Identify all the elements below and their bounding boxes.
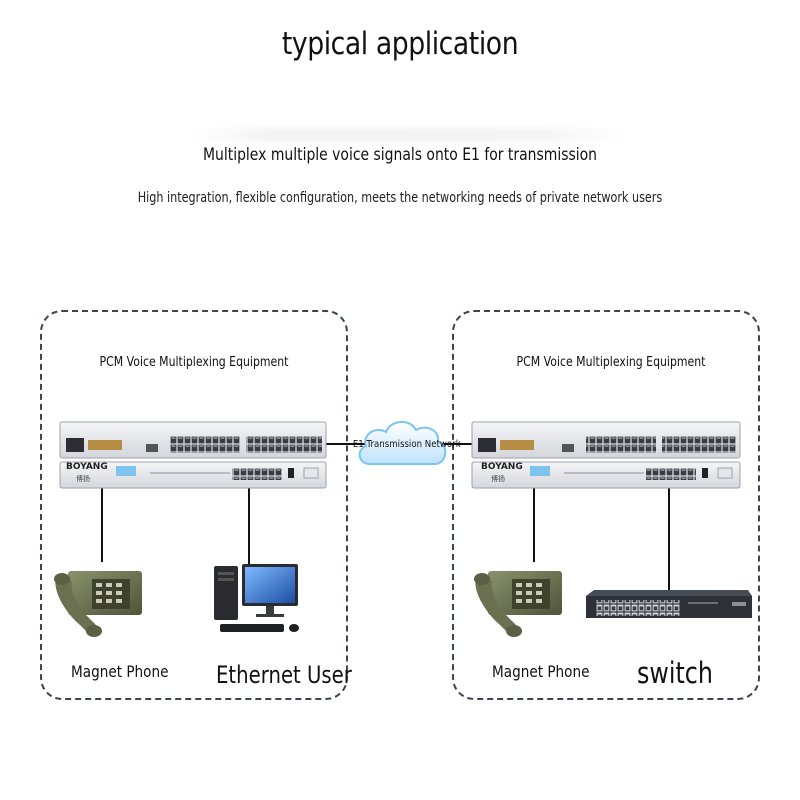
network-cloud-icon: [358, 421, 447, 465]
site-a-equipment-label: PCM Voice Multiplexing Equipment: [99, 355, 289, 370]
field-phone-icon: [474, 571, 562, 637]
site-b-brand-sub: 博扬: [491, 475, 505, 483]
site-b-switch-link: [668, 487, 670, 590]
site-b-pcm-multiplexer: [471, 421, 741, 489]
site-a-brand-sub: 博扬: [76, 475, 90, 483]
site-b-boundary: [452, 310, 760, 700]
site-a-phone-link: [101, 487, 103, 562]
page-title: typical application: [281, 26, 519, 62]
page-tagline: High integration, flexible configuration…: [137, 190, 663, 206]
site-a-pcm-multiplexer: [59, 421, 327, 489]
site-b-phone-link: [533, 487, 535, 562]
page-subtitle: Multiplex multiple voice signals onto E1…: [203, 145, 597, 165]
site-a-ethernet-link: [248, 487, 250, 567]
network-switch-icon: [586, 590, 752, 618]
field-phone-icon: [54, 571, 142, 637]
desktop-computer-icon: [214, 564, 299, 632]
site-a-brand-logo: BOYANG: [66, 462, 108, 472]
site-b-equipment-label: PCM Voice Multiplexing Equipment: [516, 355, 706, 370]
site-b-phone-label: Magnet Phone: [492, 662, 590, 681]
site-a-phone-label: Magnet Phone: [71, 662, 169, 681]
network-label: E1 Transmission Network: [352, 439, 461, 450]
site-b-brand-logo: BOYANG: [481, 462, 523, 472]
faded-header-strip: [190, 128, 630, 142]
site-b-switch-label: switch: [637, 656, 713, 690]
site-a-ethernet-label: Ethernet User: [216, 661, 352, 689]
site-a-boundary: [40, 310, 348, 700]
